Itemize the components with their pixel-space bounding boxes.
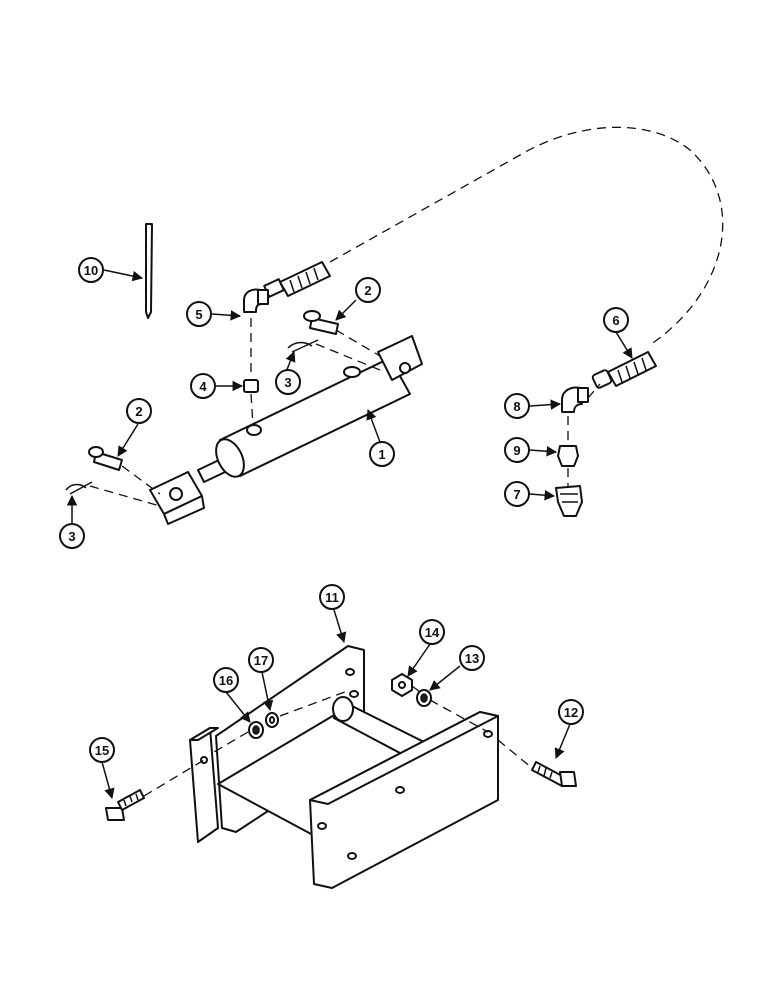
hose-fitting-left <box>263 261 331 298</box>
svg-text:6: 6 <box>612 313 619 328</box>
nut-14 <box>391 673 413 697</box>
svg-text:11: 11 <box>325 590 339 605</box>
callout-4: 4 <box>190 373 216 399</box>
callout-2-upper: 2 <box>355 277 381 303</box>
svg-text:10: 10 <box>84 263 98 278</box>
svg-text:13: 13 <box>465 651 479 666</box>
mounting-bracket <box>189 645 499 889</box>
svg-text:4: 4 <box>199 379 207 394</box>
fitting-7 <box>555 485 583 517</box>
callout-2-lower: 2 <box>126 398 152 424</box>
svg-text:14: 14 <box>425 625 440 640</box>
callout-6: 6 <box>603 307 629 333</box>
cotter-pin-3-lower <box>65 481 93 495</box>
assembly-lines-lower <box>143 685 533 797</box>
callout-12: 12 <box>558 699 584 725</box>
adapter-9 <box>557 445 579 467</box>
callout-9: 9 <box>504 437 530 463</box>
svg-text:5: 5 <box>195 307 202 322</box>
leader-lines <box>66 269 633 800</box>
svg-text:12: 12 <box>564 705 578 720</box>
svg-text:7: 7 <box>513 487 520 502</box>
callout-13: 13 <box>459 645 485 671</box>
callout-5: 5 <box>186 301 212 327</box>
callout-15: 15 <box>89 737 115 763</box>
lock-washer-13 <box>416 689 432 707</box>
callout-1: 1 <box>369 441 395 467</box>
callout-3-upper: 3 <box>275 369 301 395</box>
callouts: 10 5 2 3 4 1 2 3 6 8 9 7 11 12 13 14 15 … <box>59 257 629 763</box>
svg-text:1: 1 <box>378 447 385 462</box>
svg-text:2: 2 <box>135 404 142 419</box>
assembly-lines-upper <box>89 318 601 507</box>
callout-16: 16 <box>213 667 239 693</box>
hose-fitting-right <box>591 351 657 389</box>
svg-text:2: 2 <box>364 283 371 298</box>
bolt-12 <box>531 761 577 787</box>
hydraulic-hose <box>263 126 724 389</box>
callout-17: 17 <box>248 647 274 673</box>
svg-text:8: 8 <box>513 399 520 414</box>
svg-text:15: 15 <box>95 743 109 758</box>
elbow-fitting-5 <box>243 288 269 313</box>
callout-14: 14 <box>419 619 445 645</box>
bushing-4 <box>243 379 259 393</box>
svg-text:17: 17 <box>254 653 268 668</box>
clevis-pin-2-upper <box>303 310 339 335</box>
cotter-pin-3-upper <box>287 339 319 353</box>
elbow-fitting-8 <box>561 386 589 413</box>
clevis-pin-2-lower <box>88 446 123 471</box>
svg-text:3: 3 <box>68 529 75 544</box>
callout-11: 11 <box>319 584 345 610</box>
hydraulic-cylinder <box>149 335 423 525</box>
svg-text:3: 3 <box>284 375 291 390</box>
lock-washer-17 <box>265 712 279 728</box>
callout-3-lower: 3 <box>59 523 85 549</box>
pin-10 <box>145 223 153 319</box>
svg-text:9: 9 <box>513 443 520 458</box>
bolt-15 <box>105 789 145 821</box>
callout-8: 8 <box>504 393 530 419</box>
callout-10: 10 <box>78 257 104 283</box>
callout-7: 7 <box>504 481 530 507</box>
svg-text:16: 16 <box>219 673 233 688</box>
washer-16 <box>248 721 264 739</box>
